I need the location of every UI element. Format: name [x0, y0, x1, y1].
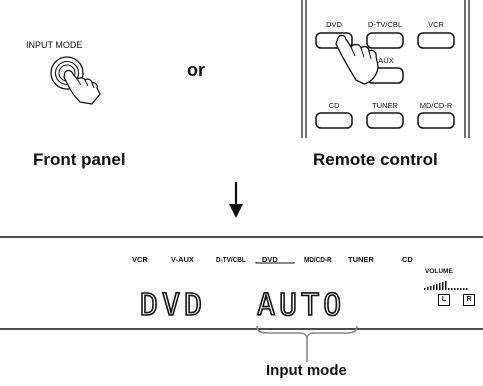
or-connector: or [187, 60, 205, 80]
display-source-vaux: V-AUX [171, 255, 194, 264]
front-panel-caption: Front panel [33, 150, 126, 169]
remote-control-panel [301, 0, 470, 138]
display-mode-text: AUTO [256, 287, 346, 324]
display-source-vcr: VCR [132, 255, 148, 264]
remote-cd-label: CD [328, 101, 340, 110]
remote-dtv-cbl-label: D-TV/CBL [367, 20, 403, 29]
right-channel-indicator: R [463, 294, 475, 306]
left-channel-indicator: L [438, 294, 450, 306]
display-panel [0, 236, 483, 330]
remote-control-caption: Remote control [313, 150, 438, 169]
display-source-tuner: TUNER [348, 255, 374, 264]
remote-vcr-label: VCR [428, 20, 444, 29]
input-mode-callout: Input mode [266, 362, 347, 379]
volume-label: VOLUME [425, 268, 453, 275]
remote-dvd-label: DVD [326, 20, 342, 29]
display-main-text: DVD [139, 287, 207, 324]
remote-md-cdr-label: MD/CD-R [419, 101, 453, 110]
input-mode-bracket [256, 325, 358, 362]
down-arrow-icon [229, 182, 243, 218]
remote-tuner-label: TUNER [372, 101, 398, 110]
display-source-dvd: DVD [262, 255, 278, 264]
input-mode-label: INPUT MODE [26, 40, 83, 50]
input-mode-button-press-icon[interactable] [40, 52, 120, 108]
display-source-md-cdr: MD/CD-R [304, 255, 332, 264]
remote-aux-label: AUX [378, 56, 394, 65]
display-source-dtv-cbl: D-TV/CBL [216, 255, 246, 264]
display-source-cd: CD [402, 255, 413, 264]
